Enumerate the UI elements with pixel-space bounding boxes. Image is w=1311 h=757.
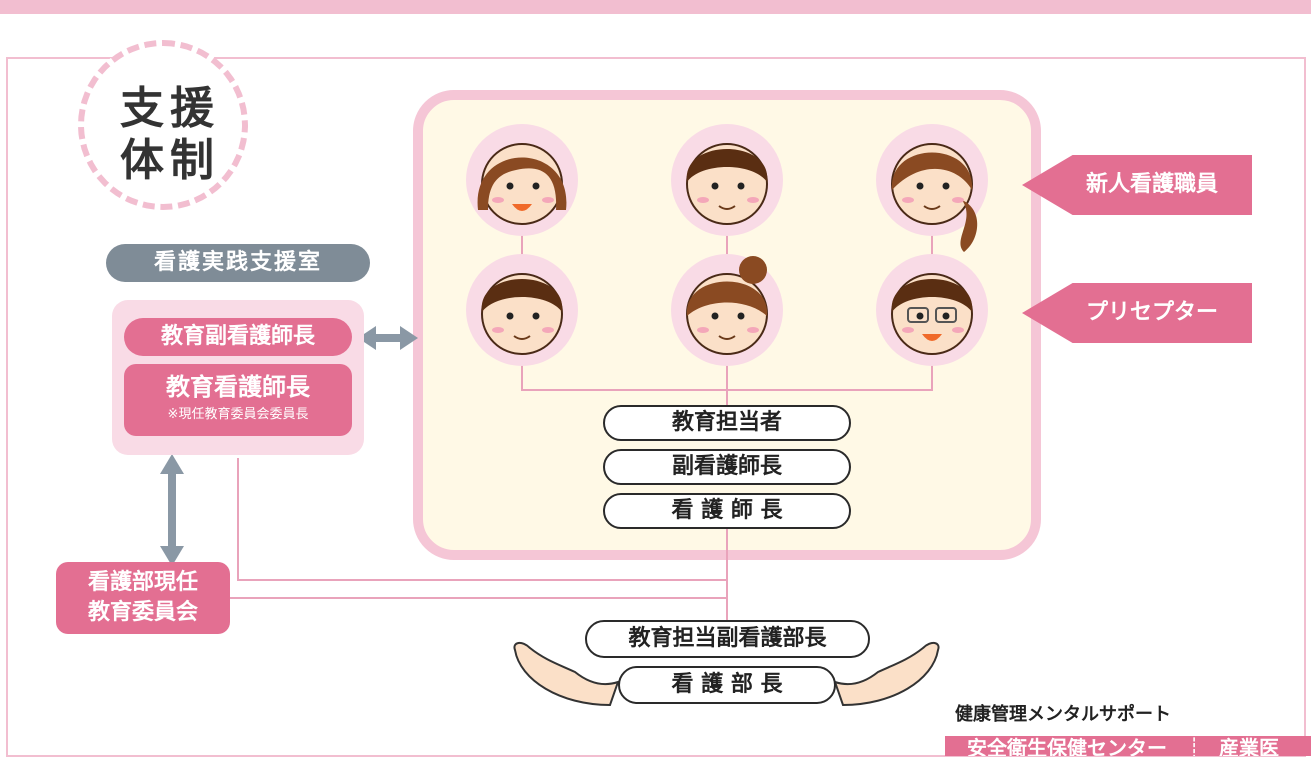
head-nurse-educator-note: ※現任教育委員会委員長: [167, 407, 309, 422]
preceptor-face-icon: [876, 254, 988, 366]
new-staff-face-icon: [876, 124, 988, 252]
new-staff-tag: 新人看護職員: [1022, 155, 1252, 215]
nursing-committee: 看護部現任 教育委員会: [56, 562, 230, 634]
committee-line1: 看護部現任: [87, 570, 198, 595]
title-badge: [78, 40, 248, 210]
head-nurse-role: 看 護 師 長: [603, 493, 851, 529]
preceptor-face-icon: [466, 254, 578, 366]
preceptor-face-icon: [671, 254, 783, 366]
vice-head-nurse-educator: 教育副看護師長: [124, 318, 352, 356]
support-room-label: 看護実践支援室: [106, 244, 370, 282]
educator-role: 教育担当者: [603, 405, 851, 441]
title-line2: 体制: [120, 135, 220, 186]
head-nurse-educator-box: 教育看護師長 ※現任教育委員会委員長: [124, 364, 352, 436]
nursing-director-role: 看 護 部 長: [618, 666, 836, 704]
head-nurse-educator: 教育看護師長: [166, 373, 310, 401]
footer-bar: 安全衛生保健センター ┊ 産業医: [945, 736, 1311, 756]
deputy-director-role: 教育担当副看護部長: [585, 620, 870, 658]
new-staff-face-icon: [671, 124, 783, 236]
vice-head-nurse-role: 副看護師長: [603, 449, 851, 485]
footer-divider: ┊: [1187, 736, 1201, 756]
new-staff-face-icon: [466, 124, 578, 236]
occupational-physician-label: 産業医: [1218, 736, 1279, 756]
preceptor-tag: プリセプター: [1022, 283, 1252, 343]
safety-center-label: 安全衛生保健センター: [967, 736, 1167, 756]
committee-line2: 教育委員会: [87, 600, 198, 625]
header-band: [0, 0, 1311, 14]
title-line1: 支援: [120, 83, 220, 134]
health-support-text: 健康管理メンタルサポート: [955, 704, 1171, 725]
